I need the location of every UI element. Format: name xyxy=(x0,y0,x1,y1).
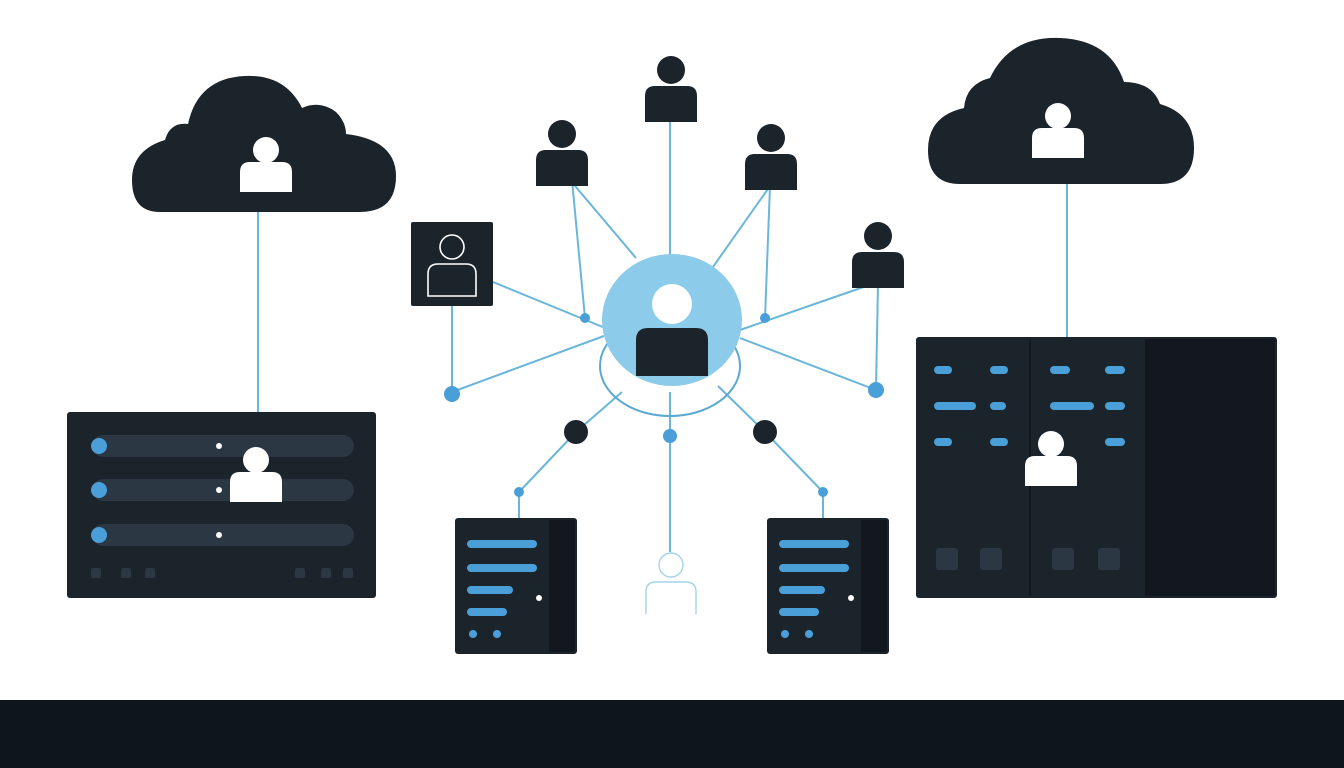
server-side xyxy=(861,520,887,652)
connection-line xyxy=(739,337,877,391)
connection-dot xyxy=(580,313,590,323)
user-body xyxy=(645,86,697,122)
panel-row xyxy=(92,524,354,546)
left-server-panel xyxy=(67,412,376,598)
connection-line xyxy=(451,335,605,393)
indicator-dot xyxy=(216,532,222,538)
rack-led xyxy=(990,366,1008,374)
user-head xyxy=(757,124,785,152)
rack-led xyxy=(934,438,952,446)
rack-led xyxy=(990,402,1006,410)
panel-body xyxy=(67,412,376,598)
central-user-hub xyxy=(599,254,742,417)
connection-line xyxy=(707,185,771,275)
user-body xyxy=(745,154,797,190)
server-right xyxy=(767,518,889,654)
connection-dot xyxy=(444,386,460,402)
status-light xyxy=(91,438,107,454)
server-body xyxy=(767,518,889,654)
server-light xyxy=(781,630,789,638)
panel-port xyxy=(343,568,353,578)
panel-port xyxy=(145,568,155,578)
rack-shade xyxy=(1145,339,1275,596)
panel-row xyxy=(92,435,354,457)
bottom-bar xyxy=(0,700,1344,768)
rack-led xyxy=(990,438,1008,446)
rack-drive xyxy=(1052,548,1074,570)
connection-line xyxy=(764,185,771,319)
user-icon xyxy=(536,120,588,186)
connection-line xyxy=(492,281,611,331)
rack-led xyxy=(1105,366,1125,374)
left-cloud xyxy=(132,75,396,212)
user-icon xyxy=(645,56,697,122)
connection-dot xyxy=(760,313,770,323)
server-indicator xyxy=(536,595,542,601)
rack-led xyxy=(934,402,976,410)
connection-line xyxy=(518,431,577,493)
connection-line xyxy=(875,281,879,391)
connection-dot xyxy=(868,382,884,398)
server-led-bar xyxy=(779,586,825,594)
panel-port xyxy=(295,568,305,578)
server-led-bar xyxy=(467,608,507,616)
rack-led xyxy=(1105,438,1125,446)
connection-line xyxy=(739,281,879,331)
server-led-bar xyxy=(779,608,819,616)
rack-led xyxy=(934,366,952,374)
user-head xyxy=(548,120,576,148)
server-light xyxy=(493,630,501,638)
server-led-bar xyxy=(779,564,849,572)
user-icon xyxy=(636,284,708,376)
rack-drive xyxy=(980,548,1002,570)
server-indicator xyxy=(848,595,854,601)
server-body xyxy=(455,518,577,654)
connection-line xyxy=(764,431,824,493)
rack-drive xyxy=(936,548,958,570)
indicator-dot xyxy=(216,487,222,493)
connection-dot xyxy=(564,420,588,444)
connection-line xyxy=(569,179,637,259)
user-icon xyxy=(852,222,904,288)
connection-dot xyxy=(663,429,677,443)
connection-dots xyxy=(444,313,884,497)
rack-led xyxy=(1050,402,1094,410)
user-outline-icon xyxy=(427,234,477,297)
server-led-bar xyxy=(467,540,537,548)
panel-port xyxy=(321,568,331,578)
connection-dot xyxy=(514,487,524,497)
user-body xyxy=(536,150,588,186)
server-light xyxy=(805,630,813,638)
user-icon-faded xyxy=(645,552,697,614)
user-head xyxy=(864,222,892,250)
panel-port xyxy=(121,568,131,578)
status-light xyxy=(91,527,107,543)
server-led-bar xyxy=(467,586,513,594)
server-side xyxy=(549,520,575,652)
right-cloud xyxy=(928,37,1194,185)
rack-led xyxy=(1050,366,1070,374)
user-head xyxy=(657,56,685,84)
server-left xyxy=(455,518,577,654)
rack-led xyxy=(1105,402,1125,410)
user-body xyxy=(852,252,904,288)
server-led-bar xyxy=(467,564,537,572)
right-server-rack xyxy=(916,337,1277,598)
satellite-users xyxy=(536,56,904,288)
connection-dot xyxy=(753,420,777,444)
user-icon xyxy=(745,124,797,190)
outlined-user-box xyxy=(411,222,493,306)
connection-line xyxy=(571,179,586,319)
panel-row xyxy=(92,479,354,501)
server-light xyxy=(469,630,477,638)
rack-drive xyxy=(1098,548,1120,570)
server-led-bar xyxy=(779,540,849,548)
indicator-dot xyxy=(216,443,222,449)
panel-port xyxy=(91,568,101,578)
status-light xyxy=(91,482,107,498)
connection-dot xyxy=(818,487,828,497)
